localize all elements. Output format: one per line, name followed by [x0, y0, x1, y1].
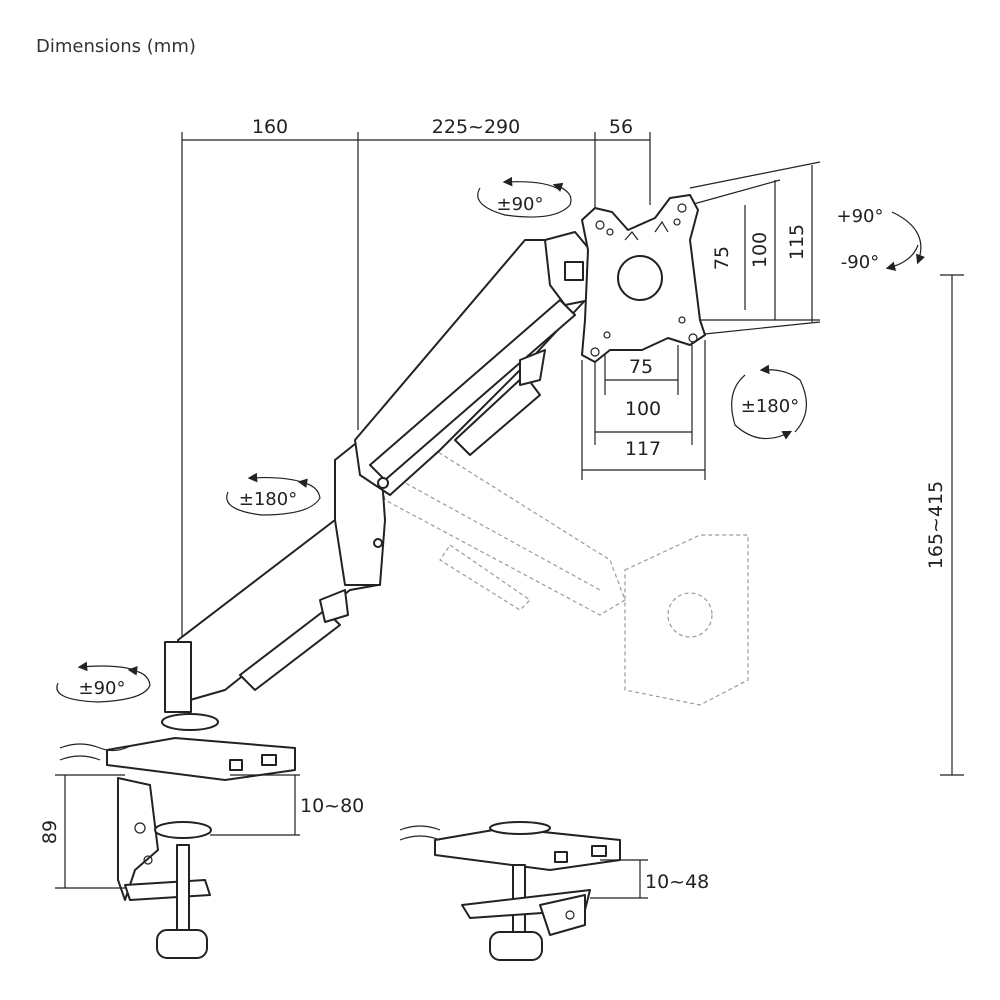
dim-height-range: 165~415	[925, 481, 947, 569]
rot-base-label: ±90°	[79, 678, 126, 699]
rot-tilt-up-label: +90°	[837, 206, 884, 227]
rot-head-swivel-label: ±90°	[497, 194, 544, 215]
dim-vesa-h-117: 117	[625, 438, 661, 460]
dim-arm-base: 160	[252, 116, 288, 138]
clamp-base	[59, 641, 296, 959]
vesa-plate	[581, 194, 706, 363]
dim-arm-upper: 225~290	[432, 116, 520, 138]
dim-vesa-v-115: 115	[786, 224, 808, 260]
clamp-dimension-lines	[55, 774, 300, 889]
dim-plate-offset: 56	[609, 116, 633, 138]
rotation-elbow: ±180°	[226, 472, 321, 516]
rotation-base: ±90°	[56, 661, 151, 703]
dim-vesa-v-100: 100	[749, 232, 771, 268]
dim-clamp-range: 10~80	[300, 795, 364, 817]
rot-elbow-label: ±180°	[239, 489, 297, 510]
rot-tilt-down-label: -90°	[841, 252, 879, 273]
grommet-dimension-lines	[590, 859, 648, 899]
height-dimension-line	[940, 274, 964, 776]
monitor-arm	[177, 231, 591, 701]
rotation-plate: ±180°	[731, 364, 807, 440]
dim-clamp-height: 89	[39, 820, 61, 844]
top-dimension-lines	[181, 132, 651, 640]
rotation-tilt: +90° -90°	[837, 206, 926, 273]
grommet-base	[399, 821, 621, 961]
vesa-dimension-lines	[581, 161, 821, 480]
rot-plate-label: ±180°	[741, 396, 799, 417]
rotation-head-swivel: ±90°	[477, 176, 572, 218]
dim-vesa-v-75: 75	[711, 246, 733, 270]
ghost-lowered-arm	[369, 424, 749, 706]
dim-vesa-h-100: 100	[625, 398, 661, 420]
dim-vesa-h-75: 75	[629, 356, 653, 378]
diagram-title: Dimensions (mm)	[36, 36, 196, 57]
dim-grommet-range: 10~48	[645, 871, 709, 893]
